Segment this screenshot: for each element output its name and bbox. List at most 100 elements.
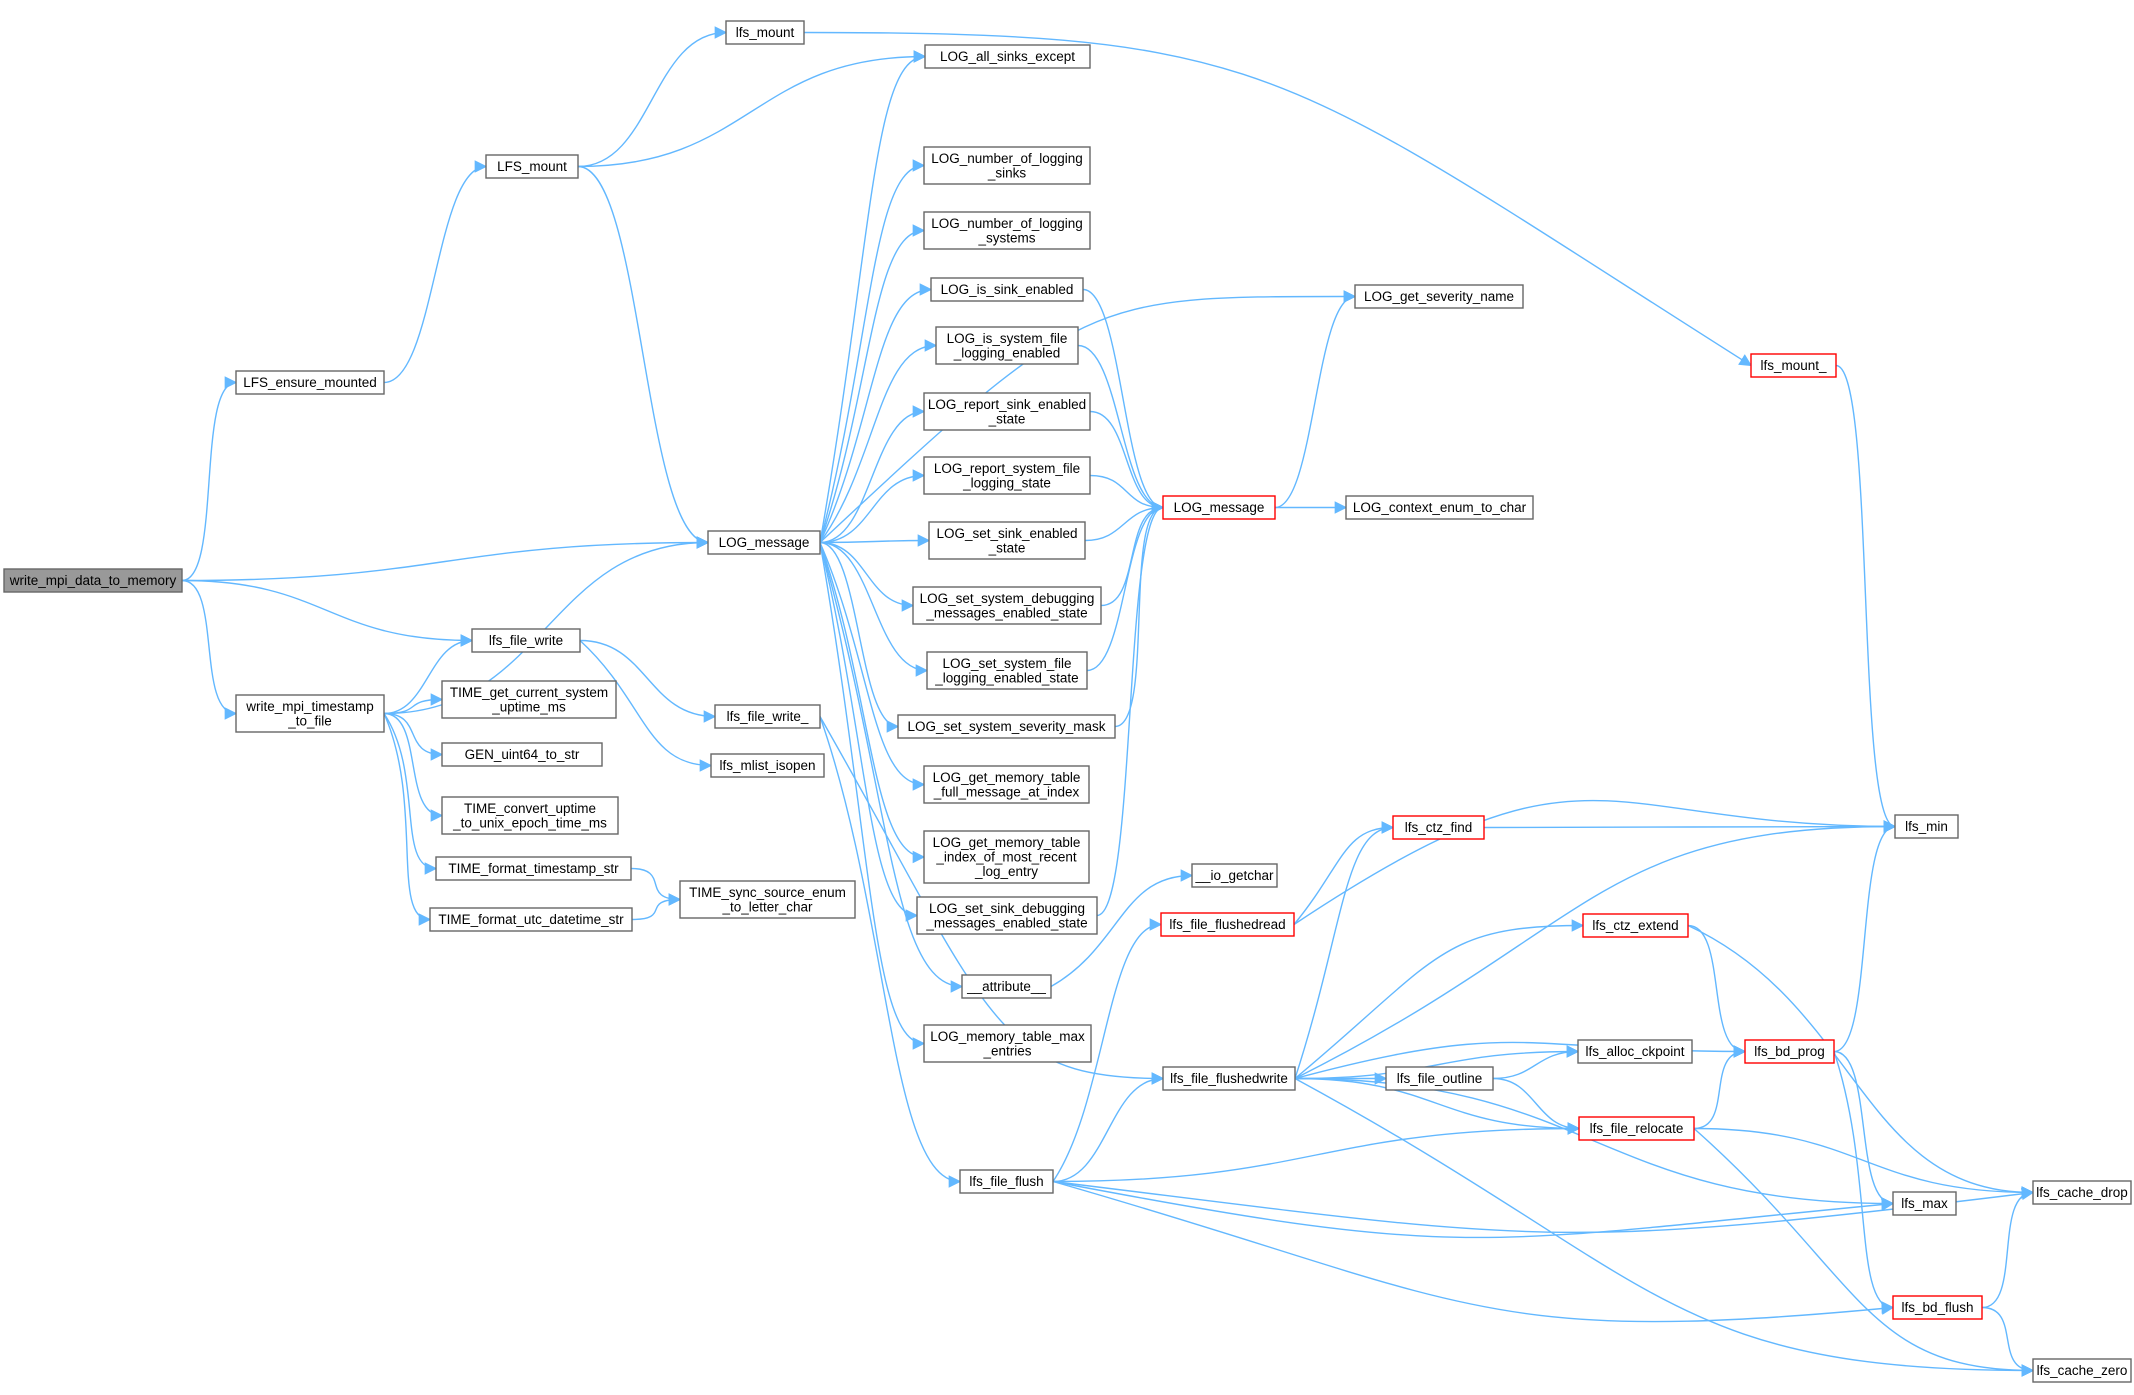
edge-issys-to-logmsg2 bbox=[1077, 344, 1165, 514]
node-LFSmount[interactable]: LFS_mount bbox=[485, 154, 579, 179]
edge-path bbox=[1693, 1045, 1747, 1130]
node-tsync[interactable]: TIME_sync_source_enum_to_letter_char bbox=[679, 880, 856, 919]
node-gen[interactable]: GEN_uint64_to_str bbox=[441, 742, 603, 767]
node-tfts[interactable]: TIME_format_timestamp_str bbox=[435, 856, 632, 881]
node-ssysdbg[interactable]: LOG_set_system_debugging_messages_enable… bbox=[912, 586, 1102, 625]
node-rsink[interactable]: LOG_report_sink_enabled_state bbox=[923, 392, 1091, 431]
node-ensure[interactable]: LFS_ensure_mounted bbox=[235, 370, 385, 395]
node-cdrop[interactable]: lfs_cache_drop bbox=[2032, 1180, 2132, 1205]
node-fout[interactable]: lfs_file_outline bbox=[1385, 1066, 1494, 1091]
edge-logmsg1-to-ssinkdbg bbox=[819, 542, 919, 922]
node-label-line: lfs_mlist_isopen bbox=[719, 758, 815, 773]
node-ctx[interactable]: LOG_context_enum_to_char bbox=[1345, 495, 1534, 520]
edge-ffw-to-ctzext bbox=[1294, 919, 1585, 1080]
edge-path bbox=[1077, 344, 1165, 514]
edge-path bbox=[819, 542, 964, 993]
node-bdflush[interactable]: lfs_bd_flush bbox=[1892, 1295, 1983, 1320]
node-ssysfile[interactable]: LOG_set_system_file_logging_enabled_stat… bbox=[926, 651, 1088, 690]
node-memmax[interactable]: LOG_memory_table_max_entries bbox=[923, 1024, 1092, 1063]
node-label-line: LOG_context_enum_to_char bbox=[1353, 500, 1527, 515]
node-box bbox=[923, 1024, 1092, 1063]
node-label-line: LOG_message bbox=[719, 535, 810, 550]
node-box bbox=[471, 628, 581, 653]
edge-path bbox=[1082, 288, 1165, 514]
node-label-line: _full_message_at_index bbox=[933, 784, 1080, 799]
edge-path bbox=[819, 542, 919, 922]
node-nsys[interactable]: LOG_number_of_logging_systems bbox=[923, 211, 1091, 250]
node-lfsmount[interactable]: lfs_mount bbox=[725, 20, 805, 45]
node-gidx[interactable]: LOG_get_memory_table_index_of_most_recen… bbox=[923, 830, 1090, 884]
node-lmin[interactable]: lfs_min bbox=[1894, 814, 1959, 839]
node-box bbox=[923, 456, 1091, 495]
edge-path bbox=[1052, 1180, 1895, 1239]
node-label-line: lfs_bd_prog bbox=[1754, 1044, 1825, 1059]
node-root[interactable]: write_mpi_data_to_memory bbox=[3, 568, 183, 593]
node-box bbox=[1392, 815, 1485, 840]
node-freloc[interactable]: lfs_file_relocate bbox=[1578, 1116, 1695, 1141]
edge-path bbox=[1833, 820, 1897, 1053]
edge-path bbox=[630, 867, 682, 906]
node-box bbox=[1578, 1116, 1695, 1141]
node-lmount_[interactable]: lfs_mount_ bbox=[1750, 353, 1837, 378]
node-iog[interactable]: __io_getchar bbox=[1191, 863, 1278, 888]
edge-path bbox=[1981, 1186, 2035, 1309]
node-filewrite[interactable]: lfs_file_write bbox=[471, 628, 581, 653]
node-box bbox=[1750, 353, 1837, 378]
edge-path bbox=[1293, 799, 1897, 926]
edge-ffl-to-ffr bbox=[1052, 918, 1163, 1182]
node-allsinks[interactable]: LOG_all_sinks_except bbox=[924, 44, 1091, 69]
node-label-line: LOG_get_severity_name bbox=[1364, 289, 1514, 304]
node-ctzext[interactable]: lfs_ctz_extend bbox=[1582, 913, 1689, 938]
edge-filewrite-to-filewrite_ bbox=[579, 639, 717, 723]
node-issink[interactable]: LOG_is_sink_enabled bbox=[930, 277, 1084, 302]
node-rsys[interactable]: LOG_report_system_file_logging_state bbox=[923, 456, 1091, 495]
node-ffl[interactable]: lfs_file_flush bbox=[959, 1169, 1054, 1194]
node-attr[interactable]: __attribute__ bbox=[961, 974, 1052, 999]
node-alloc[interactable]: lfs_alloc_ckpoint bbox=[1577, 1039, 1693, 1064]
node-wts[interactable]: write_mpi_timestamp_to_file bbox=[235, 694, 385, 733]
node-label-line: _to_file bbox=[287, 713, 332, 728]
edge-path bbox=[1981, 1306, 2035, 1377]
node-czero[interactable]: lfs_cache_zero bbox=[2032, 1358, 2132, 1383]
node-bdprog[interactable]: lfs_bd_prog bbox=[1744, 1039, 1835, 1064]
node-tgcs[interactable]: TIME_get_current_system_uptime_ms bbox=[441, 680, 617, 719]
node-tconv[interactable]: TIME_convert_uptime_to_unix_epoch_time_m… bbox=[441, 796, 619, 835]
node-box bbox=[912, 586, 1102, 625]
node-box bbox=[1191, 863, 1278, 888]
edge-path bbox=[181, 579, 474, 647]
node-box bbox=[1345, 495, 1534, 520]
edge-path bbox=[1052, 1180, 1895, 1323]
node-issys[interactable]: LOG_is_system_file_logging_enabled bbox=[935, 326, 1079, 365]
node-box bbox=[235, 370, 385, 395]
node-tfutc[interactable]: TIME_format_utc_datetime_str bbox=[429, 907, 633, 932]
edge-path bbox=[1693, 1127, 2035, 1199]
node-ssev[interactable]: LOG_set_system_severity_mask bbox=[897, 714, 1116, 739]
node-label-line: __io_getchar bbox=[1194, 868, 1274, 883]
node-lmax[interactable]: lfs_max bbox=[1892, 1191, 1957, 1216]
node-gfull[interactable]: LOG_get_memory_table_full_message_at_ind… bbox=[923, 765, 1090, 804]
edge-wts-to-tfts bbox=[383, 713, 438, 875]
node-ffw[interactable]: lfs_file_flushedwrite bbox=[1162, 1066, 1296, 1091]
edge-ffl-to-bdflush bbox=[1052, 1180, 1895, 1323]
node-box bbox=[1582, 913, 1689, 938]
node-nsinks[interactable]: LOG_number_of_logging_sinks bbox=[923, 146, 1091, 185]
node-mlist[interactable]: lfs_mlist_isopen bbox=[710, 753, 825, 778]
edge-logmsg1-to-sevname bbox=[819, 290, 1357, 544]
node-label-line: LOG_number_of_logging bbox=[931, 216, 1083, 231]
edge-wts-to-gen bbox=[383, 712, 444, 761]
node-ctzfind[interactable]: lfs_ctz_find bbox=[1392, 815, 1485, 840]
node-label-line: TIME_format_timestamp_str bbox=[448, 861, 619, 876]
node-ssink[interactable]: LOG_set_sink_enabled_state bbox=[928, 521, 1086, 560]
node-logmsg2[interactable]: LOG_message bbox=[1162, 495, 1276, 520]
node-logmsg1[interactable]: LOG_message bbox=[707, 530, 821, 555]
edge-ctzext-to-cdrop bbox=[1687, 924, 2035, 1199]
node-label-line: LOG_message bbox=[1174, 500, 1265, 515]
node-ssinkdbg[interactable]: LOG_set_sink_debugging_messages_enabled_… bbox=[916, 896, 1098, 935]
node-filewrite_[interactable]: lfs_file_write_ bbox=[714, 704, 821, 729]
node-ffr[interactable]: lfs_file_flushedread bbox=[1160, 912, 1295, 937]
edge-filewrite_-to-ffw bbox=[819, 716, 1165, 1085]
edge-ffl-to-lmax bbox=[1052, 1180, 1895, 1239]
node-sevname[interactable]: LOG_get_severity_name bbox=[1354, 284, 1524, 309]
edge-path bbox=[1050, 869, 1194, 988]
edge-path bbox=[819, 159, 926, 543]
